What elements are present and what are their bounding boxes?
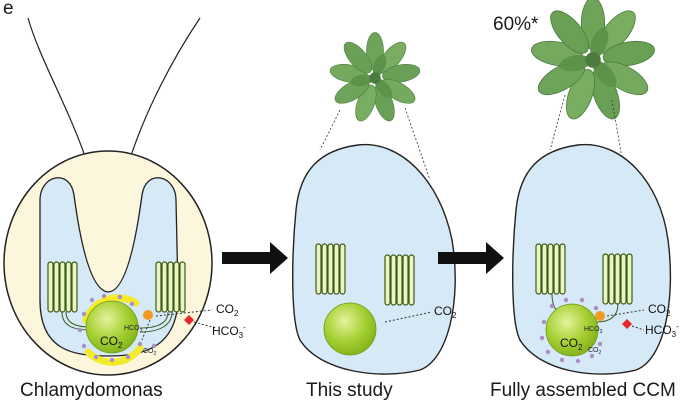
fully-assembled-cell: CO2 HCO3 CO2 CO2 HCO3- (512, 0, 679, 375)
hco3-label-right: HCO3- (645, 322, 679, 339)
caption-fully-assembled: Fully assembled CCM (490, 380, 676, 401)
co2-label-left: CO2 (216, 302, 239, 318)
flagellum-right (127, 17, 201, 166)
hco3-small-label: HCO3 (124, 325, 143, 334)
right-arrow-icon (222, 242, 288, 274)
caption-chlamydomonas: Chlamydomonas (20, 380, 163, 401)
caption-this-study: This study (306, 380, 393, 401)
thylakoid-stack-right-left (535, 243, 566, 295)
starch-sheath (82, 294, 140, 324)
hco3-small-label-right: HCO3 (584, 326, 603, 335)
co2-small-label: CO2 (143, 348, 157, 357)
thylakoid-tubule (61, 311, 91, 331)
pyrenoid-middle (323, 302, 377, 356)
chlamydomonas-cell: CO2 HCO3 CO2 CO2 HCO3- (3, 17, 246, 376)
rubisco-dots-right (539, 297, 603, 364)
thylakoid-stack-left (47, 261, 78, 313)
right-arrow-icon (438, 242, 504, 274)
hco3-label-left: HCO3- (212, 323, 246, 340)
percent-label: 60%* (493, 14, 539, 35)
orange-transporter (143, 310, 153, 320)
thylakoid-stack-right (155, 261, 186, 313)
co2-label-right: CO2 (648, 302, 671, 318)
plant-rosette-icon (528, 0, 658, 124)
pyrenoid-right (545, 303, 599, 357)
red-transporter (622, 319, 632, 329)
thylakoid-stack-mid-right (384, 254, 415, 306)
pyrenoid-co2-label: CO2 (100, 334, 123, 350)
flagellum-left (27, 17, 89, 166)
orange-transporter (595, 311, 605, 321)
this-study-cell: CO2 (292, 31, 457, 375)
panel-label: e (3, 0, 14, 19)
pyrenoid-co2-label-right: CO2 (560, 336, 583, 352)
plant-rosette-icon (328, 31, 422, 125)
thylakoid-stack-mid-left (315, 243, 346, 295)
thylakoid-stack-right-right (602, 253, 633, 305)
pyrenoid (85, 300, 139, 354)
co2-label-middle: CO2 (434, 304, 457, 320)
co2-small-label-right: CO2 (588, 347, 602, 356)
red-transporter (184, 315, 194, 325)
rubisco-dots (77, 293, 157, 363)
